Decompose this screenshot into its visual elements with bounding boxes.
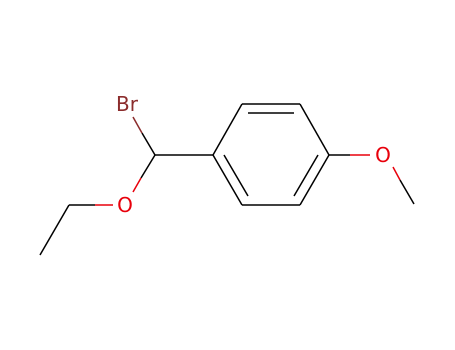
ring-double-bond-3 [223,154,249,197]
c-o-ether-bond-oxygen-half [132,177,142,193]
methoxy-oxygen-atom-label: O [375,143,391,167]
c-o-ether-bond-carbon-half [140,154,156,179]
ethyl-cc-bond [39,204,70,256]
ring-bond-6 [212,154,243,206]
c-br-bond-bromine-half [132,116,143,134]
o-methyl-bond-oxygen-half [392,166,401,181]
ether-oxygen-atom-label: O [117,193,133,217]
c-br-bond-carbon-half [141,132,156,156]
o-methyl-bond-carbon-half [399,179,415,205]
ring-bond-3 [299,103,330,156]
ring-double-bond-2 [293,154,319,197]
ring-bond-4 [299,154,330,206]
bromine-atom-label: Br [116,92,139,116]
ring-bond-1 [212,103,243,156]
